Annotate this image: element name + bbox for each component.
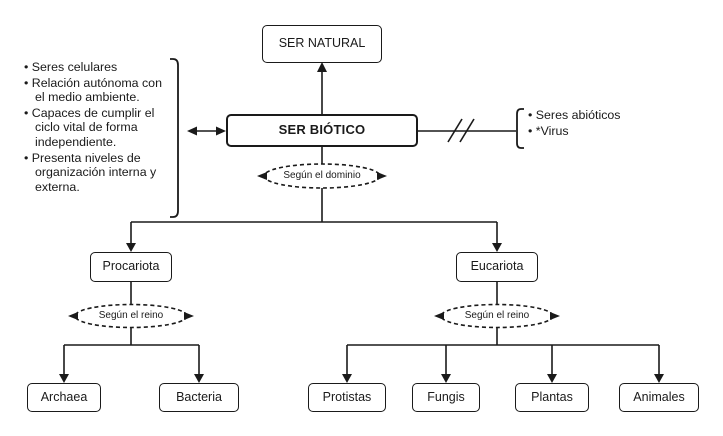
right-bracket <box>516 108 524 149</box>
trait-item: Presenta niveles de organización interna… <box>24 151 174 195</box>
trait-item: Capaces de cumplir el ciclo vital de for… <box>24 106 174 150</box>
node-eucariota: Eucariota <box>456 252 538 282</box>
connector-eucariota-split <box>342 282 664 383</box>
connector-biotico-to-natural <box>317 62 327 114</box>
domain-ellipse <box>257 163 387 189</box>
node-animales: Animales <box>619 383 699 412</box>
kingdom-ellipse-right <box>434 303 560 329</box>
node-plantas: Plantas <box>515 383 589 412</box>
label-segun-el-dominio: Según el dominio <box>283 170 361 181</box>
connector-biotico-to-abiotic <box>418 118 516 143</box>
abiotic-item: Seres abióticos <box>528 108 658 123</box>
node-procariota: Procariota <box>90 252 172 282</box>
abiotic-list: Seres abióticos *Virus <box>528 108 658 139</box>
node-bacteria: Bacteria <box>159 383 239 412</box>
node-protistas: Protistas <box>308 383 386 412</box>
node-ser-biotico: SER BIÓTICO <box>226 114 418 147</box>
kingdom-ellipse-left <box>68 303 194 329</box>
label-segun-el-reino-left: Según el reino <box>98 310 164 321</box>
node-archaea: Archaea <box>27 383 101 412</box>
connector-procariota-split <box>59 282 204 383</box>
trait-item: Relación autónoma con el medio ambiente. <box>24 76 174 105</box>
left-bracket <box>170 58 179 218</box>
connector-domain-split <box>126 147 502 252</box>
node-ser-natural: SER NATURAL <box>262 25 382 63</box>
biotic-traits-list: Seres celulares Relación autónoma con el… <box>24 60 174 195</box>
label-segun-el-reino-right: Según el reino <box>464 310 530 321</box>
trait-item: Seres celulares <box>24 60 174 75</box>
node-fungis: Fungis <box>412 383 480 412</box>
abiotic-item: *Virus <box>528 124 658 139</box>
double-headed-arrow <box>187 126 226 136</box>
